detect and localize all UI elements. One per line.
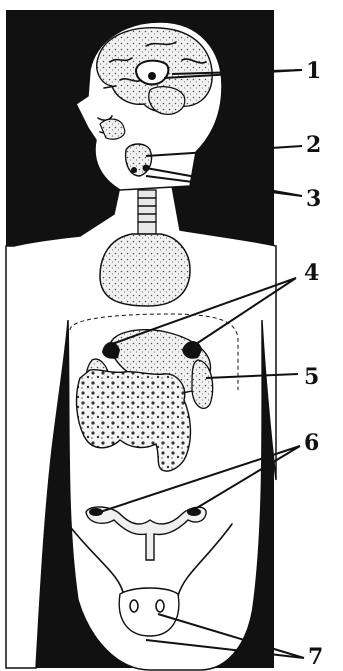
callout-label-4: 4	[304, 260, 319, 286]
callout-label-7: 7	[308, 644, 323, 670]
thymus	[100, 234, 190, 306]
scrotum	[119, 588, 179, 636]
testis-left	[130, 600, 138, 612]
callout-label-5: 5	[304, 364, 319, 390]
callout-label-6: 6	[304, 430, 319, 456]
pituitary-gland	[148, 72, 156, 80]
parathyroid-gland	[131, 167, 137, 173]
trachea	[138, 190, 156, 234]
testis-right	[156, 600, 164, 612]
callout-label-2: 2	[306, 132, 321, 158]
callout-label-3: 3	[306, 186, 321, 212]
callout-label-1: 1	[306, 58, 321, 84]
